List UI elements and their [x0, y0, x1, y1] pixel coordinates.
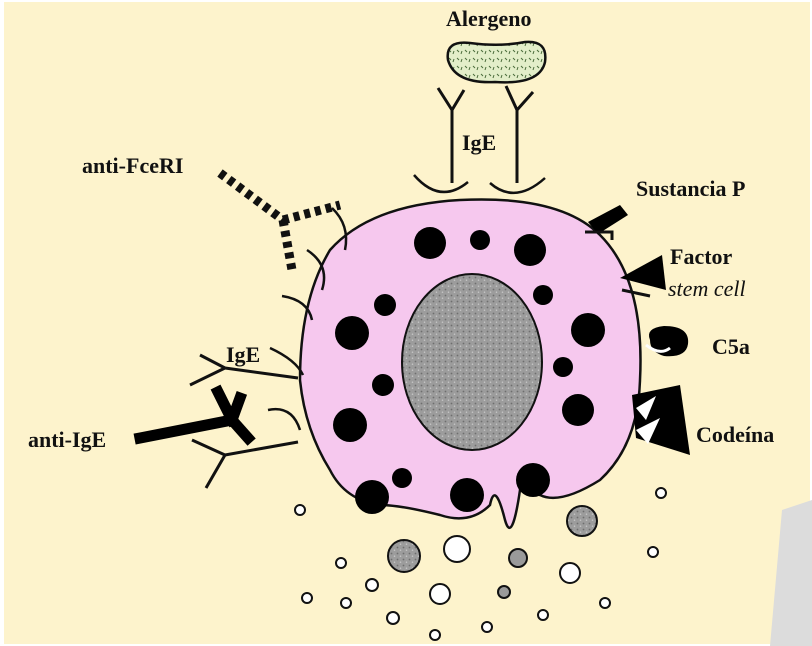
label-ige-top: IgE — [462, 130, 496, 155]
label-sustancia-p: Sustancia P — [636, 176, 745, 201]
label-c5a: C5a — [712, 334, 750, 359]
label-anti-fceri: anti-FceRI — [82, 153, 183, 178]
label-codeina: Codeína — [696, 422, 774, 447]
allergen-shape — [448, 42, 546, 83]
label-alergeno: Alergeno — [446, 6, 532, 31]
label-anti-ige: anti-IgE — [28, 427, 106, 452]
label-factor: Factor — [670, 244, 733, 269]
label-ige-left: IgE — [226, 342, 260, 367]
label-stem-cell: stem cell — [668, 276, 746, 301]
nucleus — [402, 274, 542, 450]
